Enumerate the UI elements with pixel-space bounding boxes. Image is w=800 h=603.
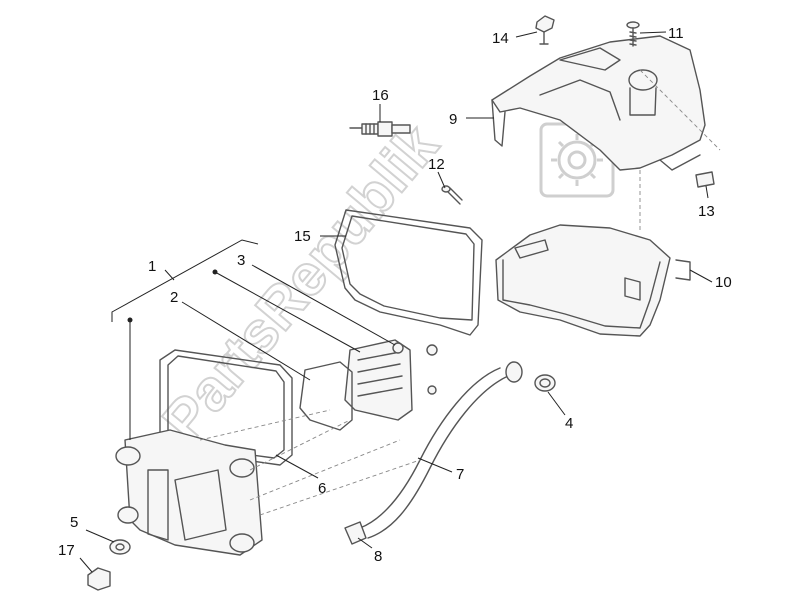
drain-plug-part <box>87 567 111 591</box>
reed-gasket-part <box>299 361 353 431</box>
callout-12: 12 <box>428 156 445 173</box>
bolt-part <box>441 185 463 205</box>
hose-clamp-part <box>534 374 556 392</box>
callout-15: 15 <box>294 228 311 245</box>
callout-3: 3 <box>237 252 245 269</box>
leader-lines <box>79 31 713 573</box>
callout-7: 7 <box>456 466 464 483</box>
callout-6: 6 <box>318 480 326 497</box>
callout-labels: 1 2 3 4 5 6 7 8 9 10 11 12 13 14 15 16 1… <box>58 25 732 565</box>
spark-plug-part <box>349 121 411 137</box>
valve-cover-part <box>491 35 706 171</box>
cylinder-head-part <box>115 429 263 556</box>
cover-gasket-part <box>334 209 483 336</box>
hose-fitting-part <box>344 521 367 545</box>
callout-14: 14 <box>492 30 509 47</box>
breather-hose-part <box>359 361 523 539</box>
clip-part <box>695 171 715 188</box>
callout-8: 8 <box>374 548 382 565</box>
callout-5: 5 <box>70 514 78 531</box>
cover-seal-part <box>495 224 691 337</box>
reed-valve-part <box>344 339 438 421</box>
callout-10: 10 <box>715 274 732 291</box>
knob-part <box>535 15 555 45</box>
callout-1: 1 <box>148 258 156 275</box>
explode-lines <box>199 69 721 516</box>
callout-9: 9 <box>449 111 457 128</box>
callout-2: 2 <box>170 289 178 306</box>
callout-4: 4 <box>565 415 573 432</box>
callout-13: 13 <box>698 203 715 220</box>
screw-part <box>626 21 640 47</box>
callout-16: 16 <box>372 87 389 104</box>
callout-17: 17 <box>58 542 75 559</box>
washer-part <box>109 539 131 555</box>
callout-11: 11 <box>668 25 684 42</box>
